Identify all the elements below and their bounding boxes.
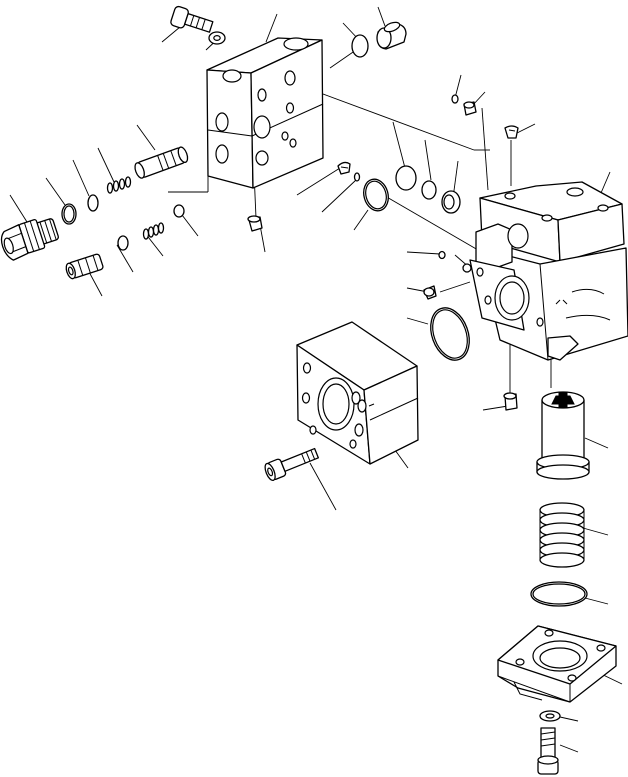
check-small [353,172,361,182]
oring-bottom [530,581,588,607]
washer-top [208,31,226,45]
sleeve [65,253,104,280]
plug-right [463,101,477,116]
plug-fitting [337,161,351,175]
plug-top [376,21,407,50]
check-plug [504,125,519,139]
relief-valve [0,218,59,261]
oring-left [61,203,77,225]
plug-bottom [247,215,263,232]
plug-side [438,250,446,260]
oring-top [351,34,369,58]
oring-center [173,204,185,218]
valve-block [206,37,324,189]
ring-set [106,176,132,194]
oring-small-2 [421,180,437,200]
oring-face [363,178,389,212]
spool [134,146,189,179]
piston [536,391,590,480]
bolt-bottom [537,727,559,775]
mount-bolt [264,447,320,482]
leader-lines [9,6,623,753]
oring-housing [430,307,470,361]
adapter-block [296,321,419,465]
seal-ring [441,190,461,214]
spring [539,502,585,568]
nut-side [462,263,472,273]
cover-flange [497,625,617,703]
small-plug [451,94,459,104]
spring-small [142,222,165,240]
oring-mid [117,235,129,251]
washer-bottom [539,710,561,722]
bolt-side [423,285,437,300]
main-housing [469,181,628,361]
oring-block [395,165,417,191]
bolt-top [170,5,214,33]
plug-housing [503,392,518,411]
oring-small [87,194,99,212]
